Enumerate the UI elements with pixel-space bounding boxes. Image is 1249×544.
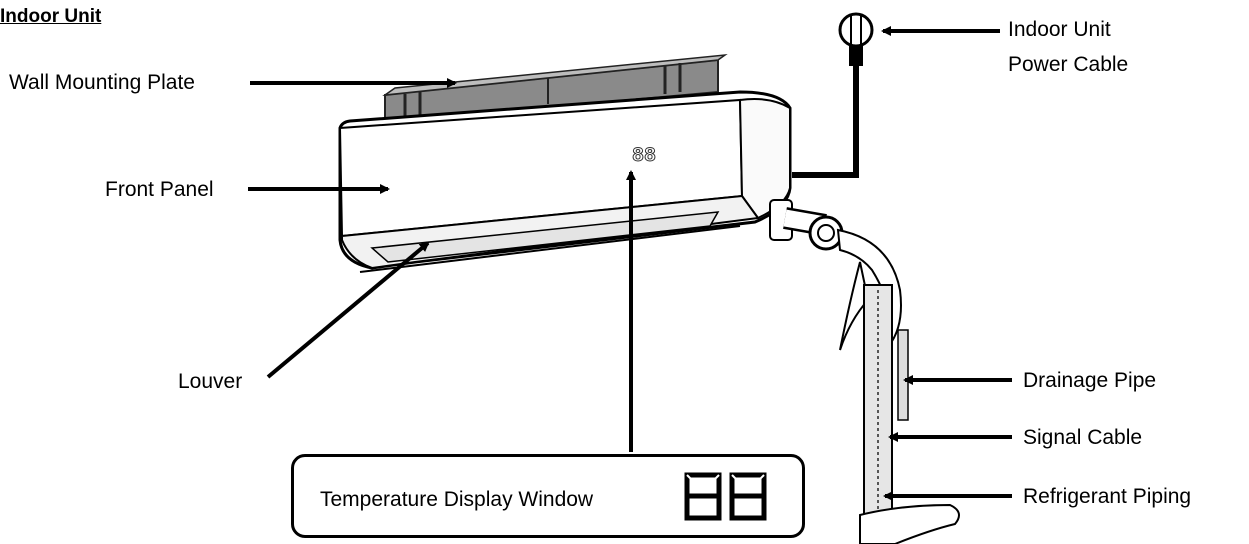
wall-mounting-plate-shape: [382, 53, 728, 124]
temperature-display-callout: Temperature Display Window 88: [291, 454, 805, 538]
display-digits-text: 88: [682, 471, 684, 472]
label-louver: Louver: [178, 370, 243, 393]
seven-segment-digits: 88: [682, 471, 767, 521]
label-wall-mounting-plate: Wall Mounting Plate: [9, 71, 195, 94]
arrow-louver: [266, 241, 430, 379]
label-front-panel: Front Panel: [105, 178, 214, 201]
label-signal-cable: Signal Cable: [1023, 426, 1143, 449]
label-power-cable-line1: Indoor Unit: [1008, 18, 1111, 41]
indoor-unit-body: [338, 90, 793, 273]
label-drainage-pipe: Drainage Pipe: [1023, 369, 1157, 392]
display-window-label: Temperature Display Window: [320, 488, 594, 511]
label-refrigerant-piping: Refrigerant Piping: [1023, 485, 1192, 508]
unit-display-digits: 88: [632, 145, 656, 168]
label-power-cable-line2: Power Cable: [1008, 53, 1129, 76]
diagram-title: Indoor Unit: [0, 6, 102, 27]
power-cable-shape: [792, 12, 874, 178]
